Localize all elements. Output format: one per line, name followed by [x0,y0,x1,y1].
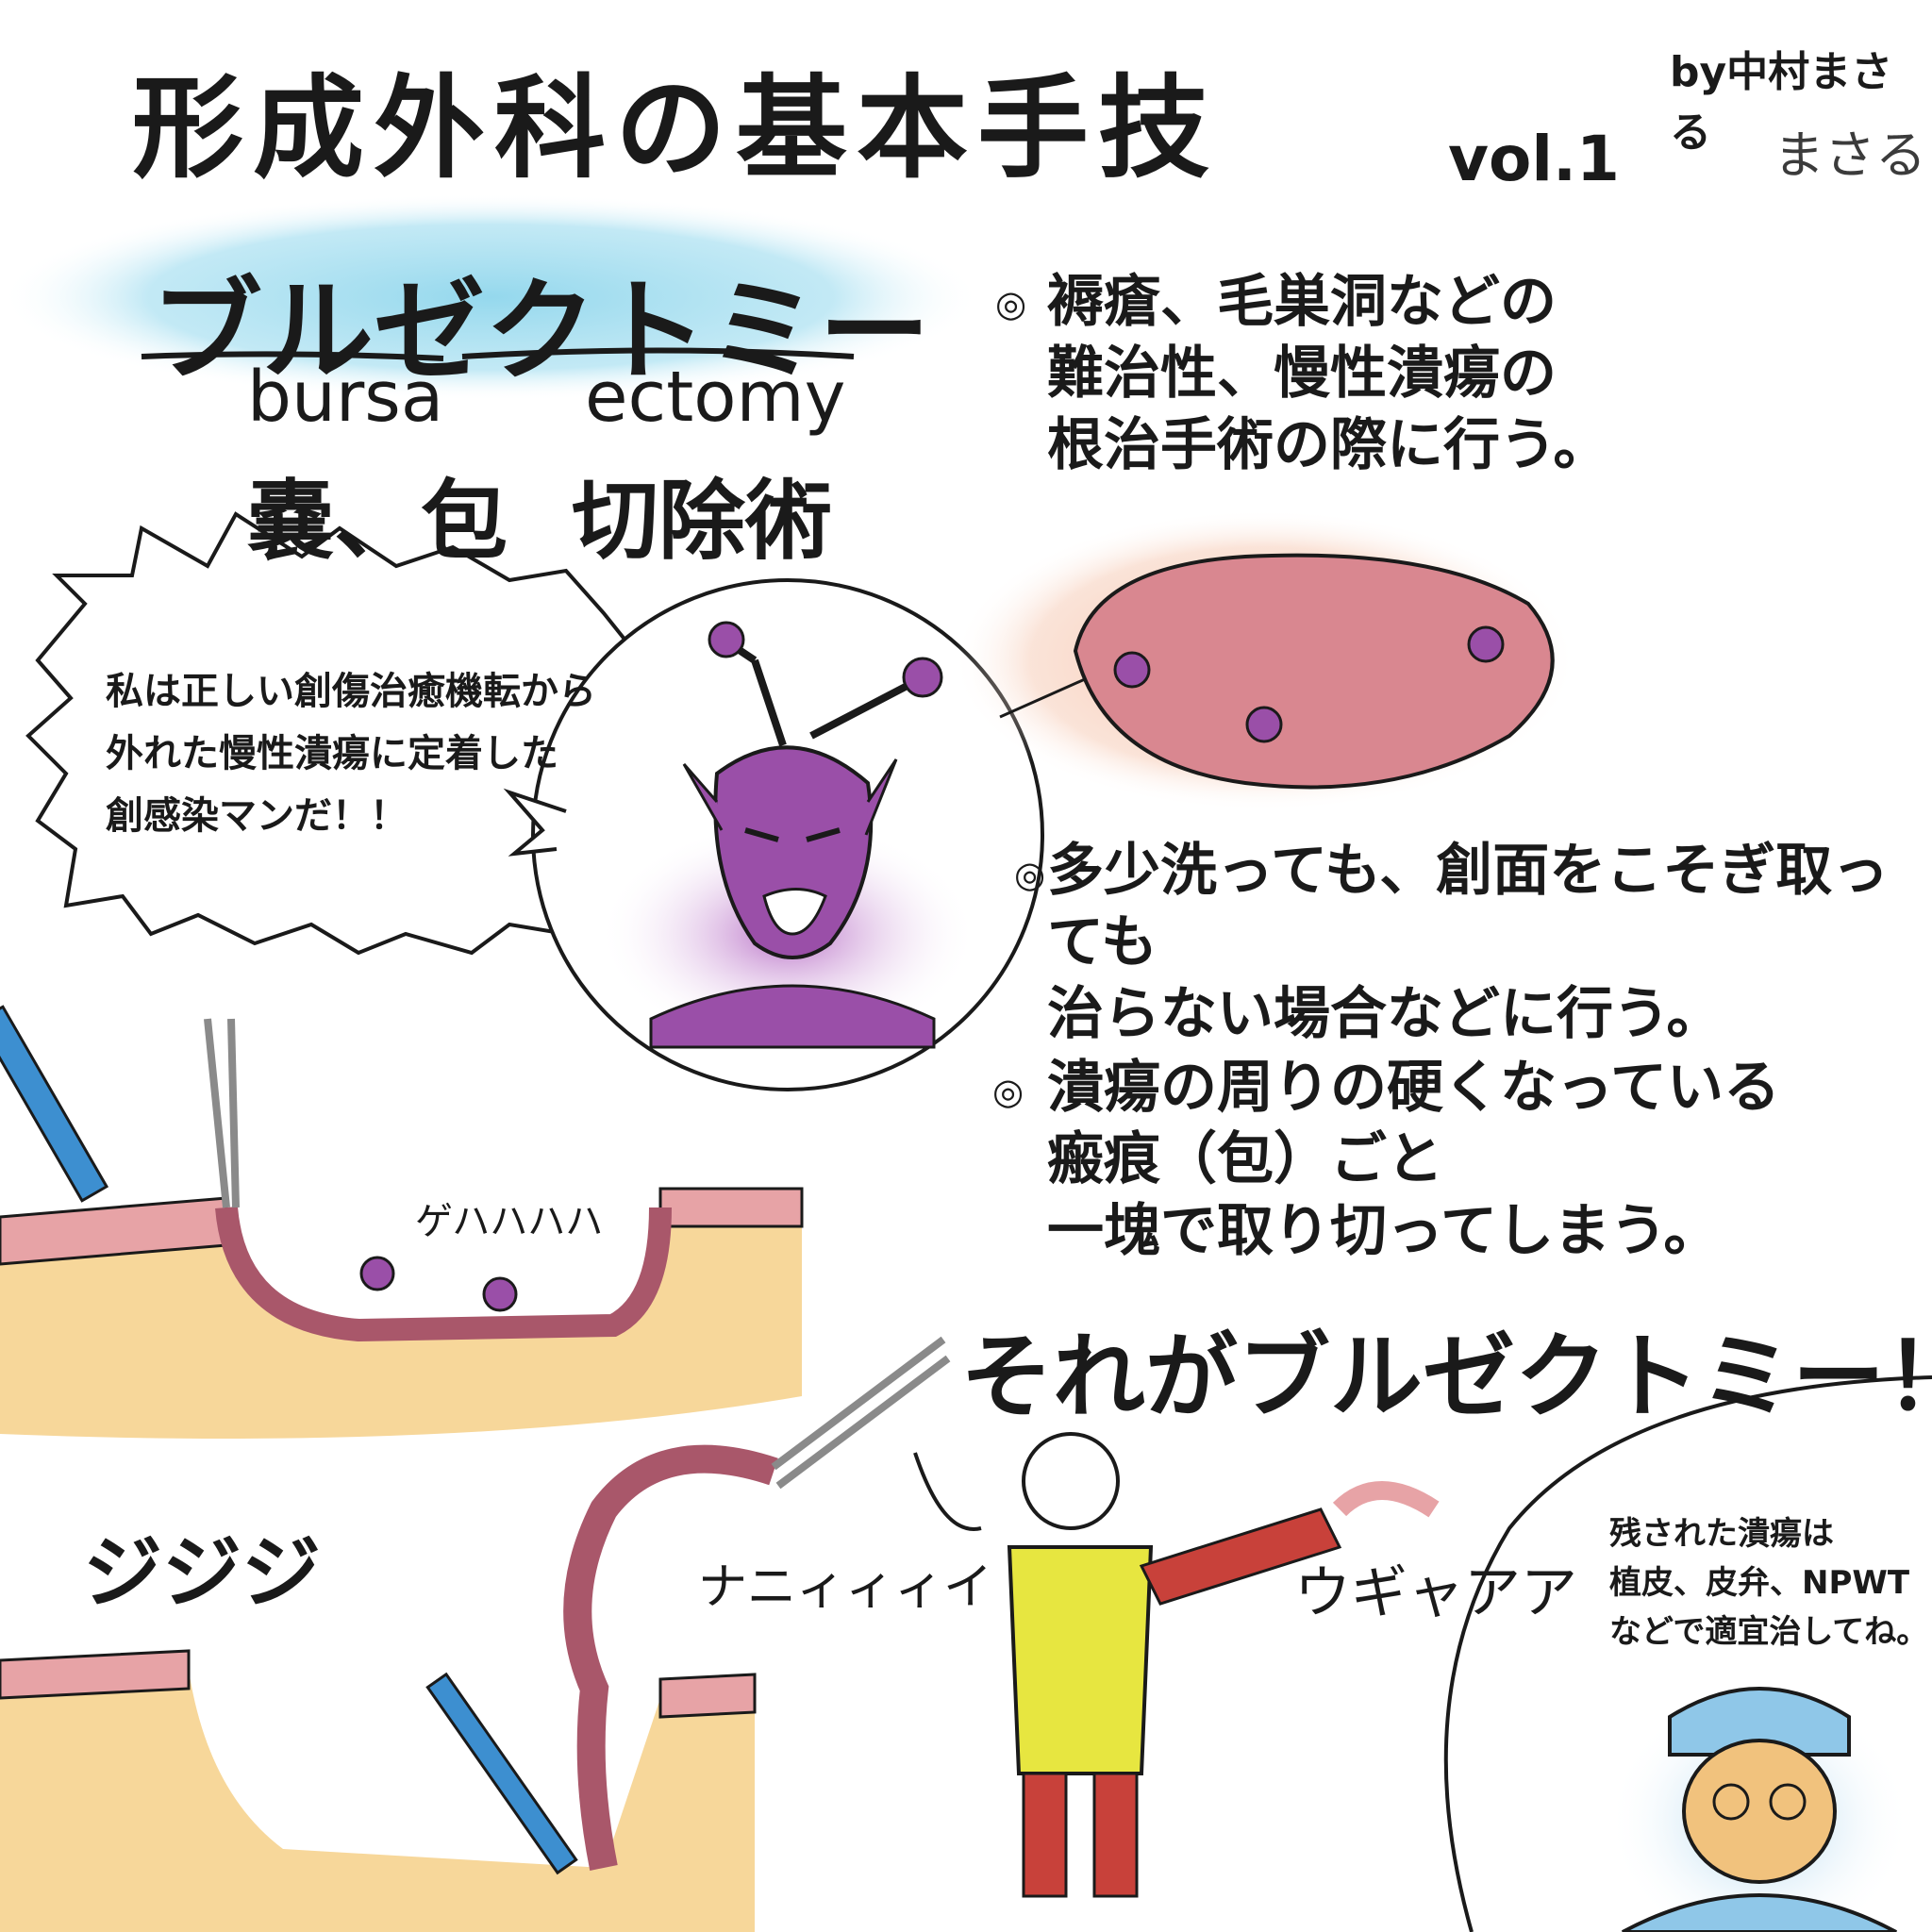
speech-line-3: 創感染マンだ！！ [106,794,408,838]
term-underline-ectomy [461,347,855,359]
term-part1-jp: 嚢、包 [247,471,508,572]
term-japanese: ブルゼクトミー [151,266,931,396]
author-signature: まさる [1774,125,1926,185]
point-2: 多少洗っても、創面をこそぎ取っても 治らない場合などに行う。 [1047,835,1932,1050]
skin-layer-lower-left [0,1649,191,1700]
germ-cluster [1113,625,1505,743]
page-title: 形成外科の基本手技 [132,63,1220,193]
point-3-line-2: 瘢痕（包）ごと [1047,1126,1443,1192]
term-part2-jp: 切除術 [572,471,833,572]
sfx-cutting: ジジジ [83,1526,322,1619]
bullet-icon: ◎ [992,1071,1024,1112]
author-byline: by中村まさる [1670,48,1893,157]
skin-layer-upper-right [658,1187,804,1228]
point-1-line-1: 褥瘡、毛巣洞などの [1047,269,1557,335]
point-3: 潰瘍の周りの硬くなっている 瘢痕（包）ごと 一塊で取り切ってしまう。 [1047,1052,1780,1267]
point-2-line-1: 多少洗っても、創面をこそぎ取っても [1047,838,1890,975]
doctor-circle [1443,1375,1932,1932]
infection-man [649,621,943,1049]
point-3-line-1: 潰瘍の周りの硬くなっている [1047,1055,1780,1121]
ulcer-pointer [999,677,1086,719]
term-part2-en: ectomy [585,357,846,438]
term-part1-en: bursa [247,357,444,438]
excised-bursa [563,1444,778,1871]
point-1-line-3: 根治手術の際に行う。 [1047,412,1610,478]
speech-line-2: 外れた慢性潰瘍に定着した [106,732,558,775]
point-3-line-3: 一塊で取り切ってしまう。 [1047,1198,1721,1264]
fat-layer-lower [0,1670,755,1932]
ulcer-body [1073,553,1555,790]
doctor-figure [1622,1687,1897,1932]
point-1: 褥瘡、毛巣洞などの 難治性、慢性潰瘍の 根治手術の際に行う。 [1047,266,1609,481]
fat-layer-upper [0,1198,802,1439]
bursa-pocket-upper [215,1206,672,1342]
forceps-lower [425,1336,951,1875]
doctor-note: 残された潰瘍は 植皮、皮弁、NPWT などで適宜治してね。 [1609,1509,1928,1657]
speech-bubble-text: 私は正しい創傷治癒機転から 外れた慢性潰瘍に定着した 創感染マンだ！！ [106,660,596,847]
doctor-note-line-3: などで適宜治してね。 [1609,1613,1929,1651]
villain-circle-tail [503,788,567,857]
doctor-note-line-1: 残された潰瘍は [1609,1515,1834,1553]
sfx-surprise: ナニィィィイ [698,1559,993,1616]
sfx-scream: ウギャアア [1294,1560,1577,1626]
sfx-laugh: ゲハハハハ [415,1200,604,1243]
term-underline-bursa [141,351,444,361]
volume-label: vol.1 [1448,123,1620,195]
doctor-note-line-2: 植皮、皮弁、NPWT [1609,1564,1910,1602]
forceps-upper [0,1005,240,1208]
point-2-line-2: 治らない場合などに行う。 [1047,981,1724,1047]
bullet-icon: ◎ [1014,854,1046,895]
germ-pair-upper [359,1256,518,1312]
climax-text: それがブルゼクトミー！ [960,1324,1932,1431]
skin-layer-lower-right [658,1673,757,1719]
point-1-line-2: 難治性、慢性潰瘍の [1047,341,1557,407]
hero-surgeon [913,1432,1440,1898]
bullet-icon: ◎ [995,283,1027,325]
speech-line-1: 私は正しい創傷治癒機転から [106,670,596,713]
